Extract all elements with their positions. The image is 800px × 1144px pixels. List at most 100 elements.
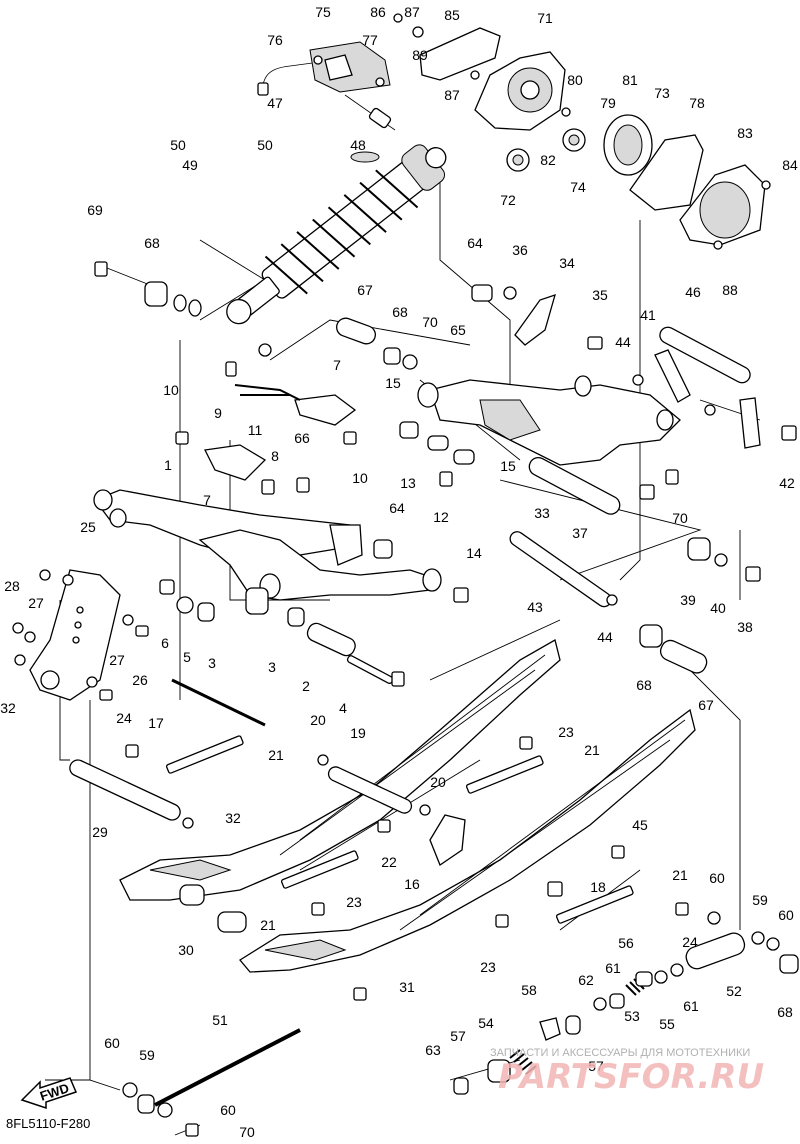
callout-34: 34 (559, 255, 575, 271)
rocker-arm-25 (12, 569, 149, 701)
callout-43: 43 (527, 599, 543, 615)
callout-41: 41 (640, 307, 656, 323)
callout-86: 86 (370, 4, 386, 20)
callout-68: 68 (144, 235, 160, 251)
rail-shafts-and-wear-strips (69, 678, 689, 1001)
callout-15: 15 (385, 375, 401, 391)
callout-11: 11 (248, 422, 263, 438)
callout-10: 10 (163, 382, 179, 398)
callout-80: 80 (567, 72, 583, 88)
callout-52: 52 (726, 983, 742, 999)
callout-29: 29 (92, 824, 108, 840)
callout-26: 26 (132, 672, 148, 688)
callout-60: 60 (709, 870, 725, 886)
callout-51: 51 (212, 1012, 228, 1028)
callout-17: 17 (148, 715, 164, 731)
rear-arm-assembly (336, 284, 797, 515)
fwd-label: FWD (38, 1080, 71, 1103)
callout-4: 4 (339, 700, 347, 716)
callout-6: 6 (161, 635, 169, 651)
callout-7: 7 (333, 357, 341, 373)
callout-18: 18 (590, 879, 606, 895)
callout-85: 85 (444, 7, 460, 23)
gear-housing-assembly (393, 13, 771, 250)
callout-87: 87 (444, 87, 460, 103)
callout-8: 8 (271, 448, 279, 464)
callout-28: 28 (4, 578, 20, 594)
callout-3: 3 (208, 655, 216, 671)
callout-59: 59 (752, 892, 768, 908)
watermark-caption: ЗАПЧАСТИ И АКСЕССУАРЫ ДЛЯ МОТОТЕХНИКИ (490, 1047, 750, 1059)
callout-59: 59 (139, 1047, 155, 1063)
callout-32: 32 (0, 700, 16, 716)
callout-77: 77 (362, 32, 378, 48)
callout-67: 67 (357, 282, 373, 298)
callout-19: 19 (350, 725, 366, 741)
fwd-arrow-icon: FWD (20, 1077, 78, 1110)
callout-89: 89 (412, 47, 428, 63)
callout-60: 60 (220, 1102, 236, 1118)
callout-31: 31 (399, 979, 415, 995)
callout-64: 64 (389, 500, 405, 516)
callout-22: 22 (381, 854, 397, 870)
callout-83: 83 (737, 125, 753, 141)
callout-70: 70 (672, 510, 688, 526)
callout-72: 72 (500, 192, 516, 208)
callout-76: 76 (267, 32, 283, 48)
callout-68: 68 (636, 677, 652, 693)
callout-60: 60 (104, 1035, 120, 1051)
callout-58: 58 (521, 982, 537, 998)
callout-70: 70 (239, 1124, 255, 1139)
callout-70: 70 (422, 314, 438, 330)
callout-40: 40 (710, 600, 726, 616)
callout-16: 16 (404, 876, 420, 892)
callout-23: 23 (480, 959, 496, 975)
callout-81: 81 (622, 72, 638, 88)
callout-50: 50 (257, 137, 273, 153)
callout-15: 15 (500, 458, 516, 474)
callout-47: 47 (267, 95, 283, 111)
callout-30: 30 (178, 942, 194, 958)
callout-23: 23 (558, 724, 574, 740)
callout-67: 67 (698, 697, 714, 713)
shock-absorber-assembly (94, 41, 447, 357)
callout-23: 23 (346, 894, 362, 910)
callout-62: 62 (578, 972, 594, 988)
callout-57: 57 (450, 1028, 466, 1044)
callout-61: 61 (605, 960, 621, 976)
callout-61: 61 (683, 998, 699, 1014)
callout-74: 74 (570, 179, 586, 195)
callout-5: 5 (183, 649, 191, 665)
callout-7: 7 (203, 492, 211, 508)
callout-3: 3 (268, 659, 276, 675)
callout-84: 84 (782, 157, 798, 173)
callout-44: 44 (615, 334, 631, 350)
callout-2: 2 (302, 678, 310, 694)
callout-48: 48 (350, 137, 366, 153)
diagram-code: 8FL5110-F280 (6, 1116, 90, 1131)
callout-68: 68 (392, 304, 408, 320)
callout-14: 14 (466, 545, 482, 561)
callout-55: 55 (659, 1016, 675, 1032)
callout-38: 38 (737, 619, 753, 635)
callout-66: 66 (294, 430, 310, 446)
callout-44: 44 (597, 629, 613, 645)
callout-1: 1 (164, 457, 172, 473)
callout-50: 50 (170, 137, 186, 153)
callout-45: 45 (632, 817, 648, 833)
callout-73: 73 (654, 85, 670, 101)
callout-68: 68 (777, 1004, 793, 1020)
callout-33: 33 (534, 505, 550, 521)
callout-64: 64 (467, 235, 483, 251)
callout-35: 35 (592, 287, 608, 303)
callout-65: 65 (450, 322, 466, 338)
callout-49: 49 (182, 157, 198, 173)
callout-32: 32 (225, 810, 241, 826)
callout-20: 20 (430, 774, 446, 790)
callout-71: 71 (537, 10, 553, 26)
callout-10: 10 (352, 470, 368, 486)
watermark-logo: PARTSFOR.RU (498, 1057, 764, 1097)
callout-87: 87 (404, 4, 420, 20)
